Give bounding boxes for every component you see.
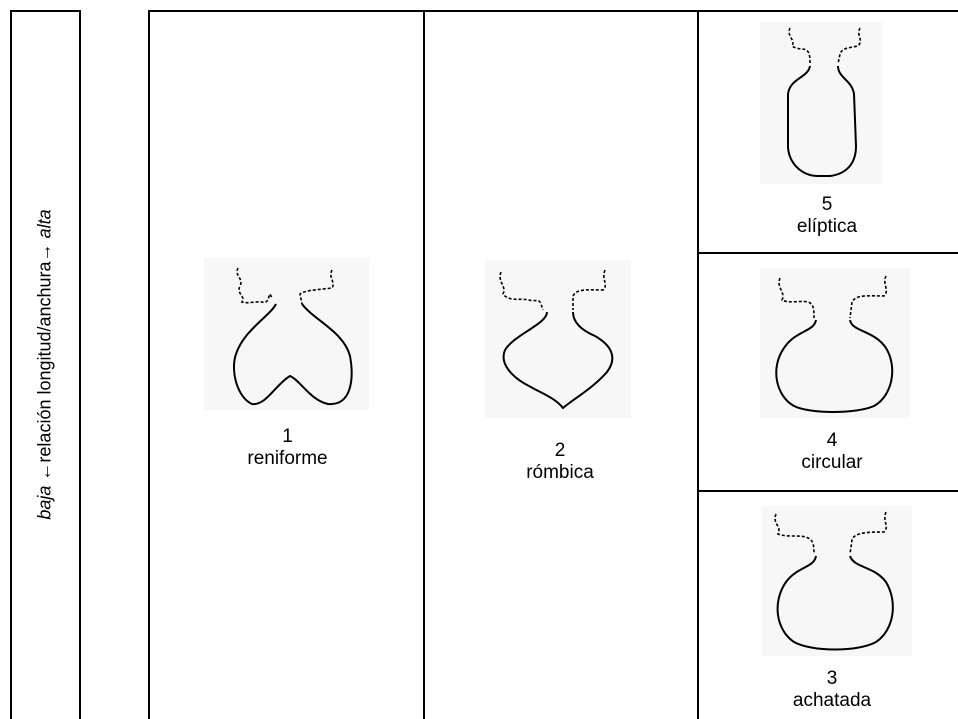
- table-border-col1: [148, 10, 150, 719]
- rhombic-shape-figure: [485, 260, 631, 418]
- axis-column-divider: [79, 10, 81, 719]
- elliptic-shape-figure: [760, 22, 882, 184]
- shape-name: reniforme: [200, 448, 375, 470]
- table-border-col2: [423, 10, 425, 719]
- shape-name: circular: [752, 452, 912, 474]
- shape-5-caption: 5 elíptica: [752, 194, 902, 238]
- shape-name: rómbica: [475, 462, 645, 484]
- axis-low-label: baja: [35, 486, 55, 520]
- row-divider-1: [697, 252, 958, 254]
- flattened-shape-figure: [762, 506, 912, 656]
- shape-name: elíptica: [752, 216, 902, 238]
- shape-number: 1: [200, 426, 375, 448]
- shape-number: 5: [752, 194, 902, 216]
- shape-number: 2: [475, 440, 645, 462]
- arrow-left-icon: ←: [35, 463, 55, 481]
- table-border-col3: [697, 10, 699, 719]
- shape-2-caption: 2 rómbica: [475, 440, 645, 484]
- axis-middle-label: relación longitud/anchura: [35, 261, 55, 462]
- shape-4-caption: 4 circular: [752, 430, 912, 474]
- shape-1-caption: 1 reniforme: [200, 426, 375, 470]
- shape-3-caption: 3 achatada: [752, 668, 912, 712]
- arrow-right-icon: →: [35, 243, 55, 261]
- shape-number: 3: [752, 668, 912, 690]
- row-divider-2: [697, 490, 958, 492]
- table-border-top: [148, 10, 958, 12]
- shape-number: 4: [752, 430, 912, 452]
- reniform-shape-figure: [204, 258, 369, 410]
- shape-name: achatada: [752, 690, 912, 712]
- axis-label: baja ←relación longitud/anchura→ alta: [11, 10, 79, 719]
- circular-shape-figure: [760, 268, 910, 418]
- axis-high-label: alta: [35, 209, 55, 238]
